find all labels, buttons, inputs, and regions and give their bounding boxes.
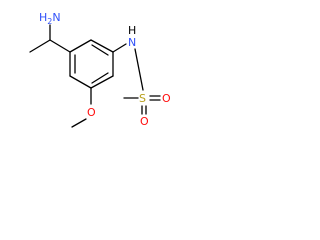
bond-o-to-methyl xyxy=(71,118,87,128)
aminoethyl-group: H2N xyxy=(29,11,71,53)
bond-n-to-s xyxy=(134,48,144,91)
ether-oxygen-label: O xyxy=(87,106,96,119)
amide-nitrogen-label: N xyxy=(128,36,136,49)
sulfonyl-oxygen-top-label: O xyxy=(140,115,149,128)
amine-nitrogen-label: H2N xyxy=(39,11,61,26)
bond-ring-to-ch xyxy=(49,39,71,53)
ring-bond xyxy=(90,75,114,89)
sulfur-label: S xyxy=(139,92,146,105)
ring-double-bond xyxy=(91,72,109,84)
amide-hydrogen-label: H xyxy=(128,24,136,37)
sulfonyl-oxygen-right-label: O xyxy=(162,92,171,105)
ring-bond xyxy=(90,39,114,53)
ring-bond xyxy=(69,39,92,53)
sulfonamide-group: N H S O O xyxy=(112,24,171,128)
ring-double-bond xyxy=(91,44,109,56)
chemical-structure: H2N O N H S O O xyxy=(29,11,171,128)
bond-ch-to-methyl xyxy=(29,39,51,53)
ring-bond xyxy=(69,75,92,89)
bond-ring-to-nh xyxy=(112,43,127,53)
benzene-ring xyxy=(69,39,114,89)
methoxy-group: O xyxy=(71,87,96,128)
